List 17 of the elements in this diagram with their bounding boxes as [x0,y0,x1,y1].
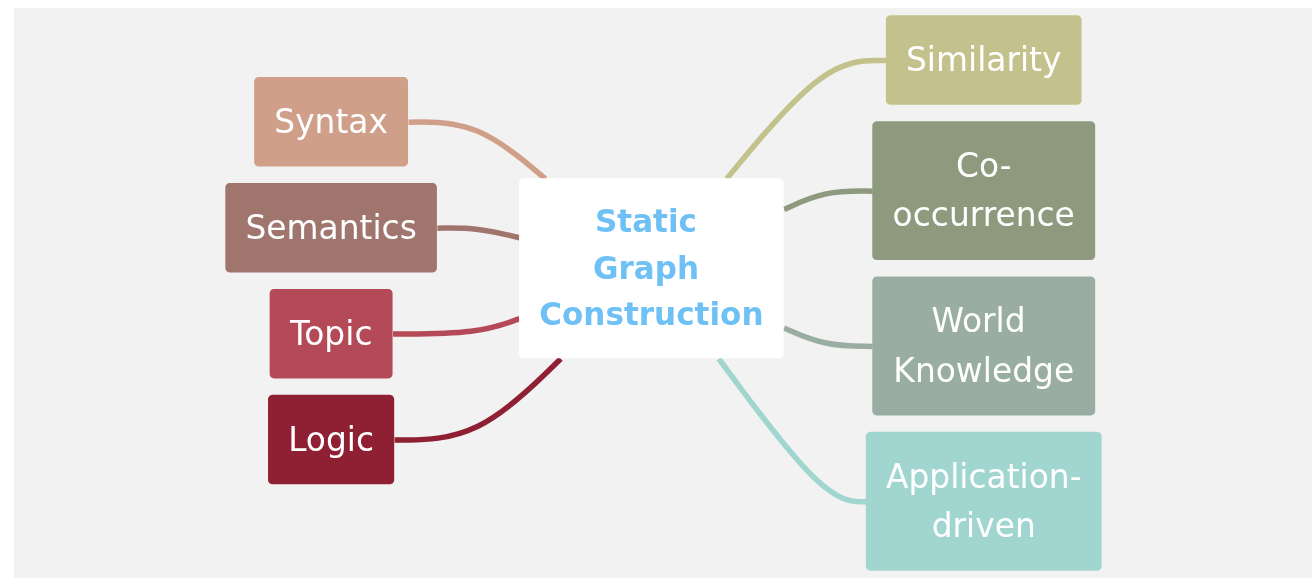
connector [394,356,563,443]
node-box: Similarity [885,15,1082,105]
node-box: Application-driven [865,431,1102,571]
node-box: Semantics [224,182,437,273]
node-box: Co-occurrence [871,121,1095,261]
connector [782,188,873,213]
node-box: Logic [267,394,394,485]
connector [436,225,520,241]
node-box: World Knowledge [871,276,1095,416]
connector [408,119,547,181]
node-box: Topic [269,288,393,379]
connector [782,325,873,350]
connector [716,357,866,505]
node-box: Syntax [253,76,408,167]
connector [392,316,520,337]
connector [724,57,886,181]
node-box: Static Graph Construction [518,178,784,359]
